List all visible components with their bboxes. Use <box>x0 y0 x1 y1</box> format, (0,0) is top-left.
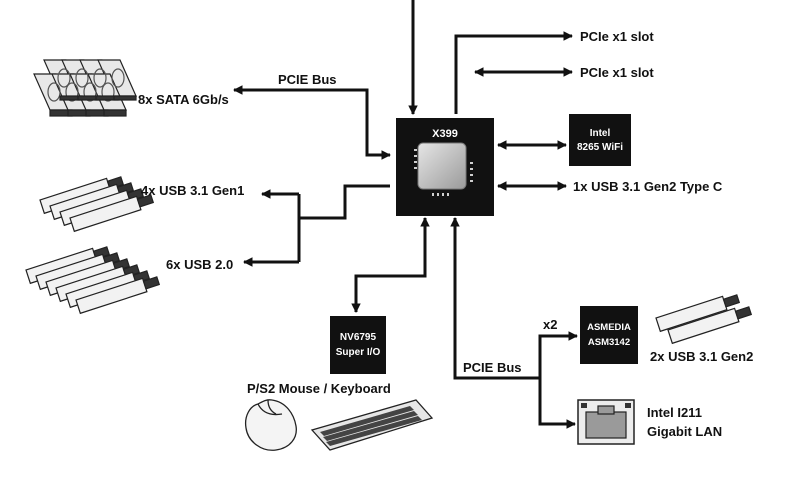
usb-gen1-sticks-icon <box>39 176 155 233</box>
label-pcie-slot-1: PCIe x1 slot <box>580 29 654 44</box>
label-pcie-bus-top: PCIE Bus <box>278 72 337 87</box>
lan-line <box>538 378 576 429</box>
keyboard-icon <box>310 399 434 451</box>
label-usb-gen2: 2x USB 3.1 Gen2 <box>650 349 753 364</box>
pcie-slot-1-line <box>454 31 573 114</box>
label-usb20: 6x USB 2.0 <box>166 257 233 272</box>
label-sata: 8x SATA 6Gb/s <box>138 92 229 107</box>
x399-chipset: X399 <box>396 118 494 216</box>
intel-wifi-chip: Intel 8265 WiFi <box>569 114 631 166</box>
superio-line <box>351 217 430 313</box>
label-lan-line1: Intel I211 <box>647 405 702 420</box>
label-lan-line2: Gigabit LAN <box>647 424 722 439</box>
mouse-icon <box>244 399 297 451</box>
nv6795-line1: NV6795 <box>340 332 377 343</box>
asmedia-line1: ASMEDIA <box>587 322 631 333</box>
sata-line <box>233 85 391 160</box>
label-pcie-bus-bottom: PCIE Bus <box>463 360 522 375</box>
label-ps2: P/S2 Mouse / Keyboard <box>247 381 391 396</box>
asmedia-chip: ASMEDIA ASM3142 <box>580 306 638 364</box>
lan-port-icon <box>577 399 635 445</box>
asmedia-line2: ASM3142 <box>588 337 630 348</box>
wifi-chip-line2: 8265 WiFi <box>577 142 623 153</box>
x399-label: X399 <box>432 128 458 140</box>
wifi-chip-line1: Intel <box>590 128 611 139</box>
nv6795-line2: Super I/O <box>336 347 381 358</box>
hdd-stack-icon <box>33 59 137 117</box>
label-pcie-slot-2: PCIe x1 slot <box>580 65 654 80</box>
pcie-bus-bottom-line <box>450 217 578 380</box>
label-usb-typec: 1x USB 3.1 Gen2 Type C <box>573 179 723 194</box>
nv6795-chip: NV6795 Super I/O <box>330 316 386 374</box>
usb20-sticks-icon <box>25 246 161 315</box>
label-usb-gen1: 4x USB 3.1 Gen1 <box>141 183 244 198</box>
usb-gen2-sticks-icon <box>655 294 753 345</box>
label-x2: x2 <box>543 317 557 332</box>
usb-hub-line <box>299 184 390 220</box>
